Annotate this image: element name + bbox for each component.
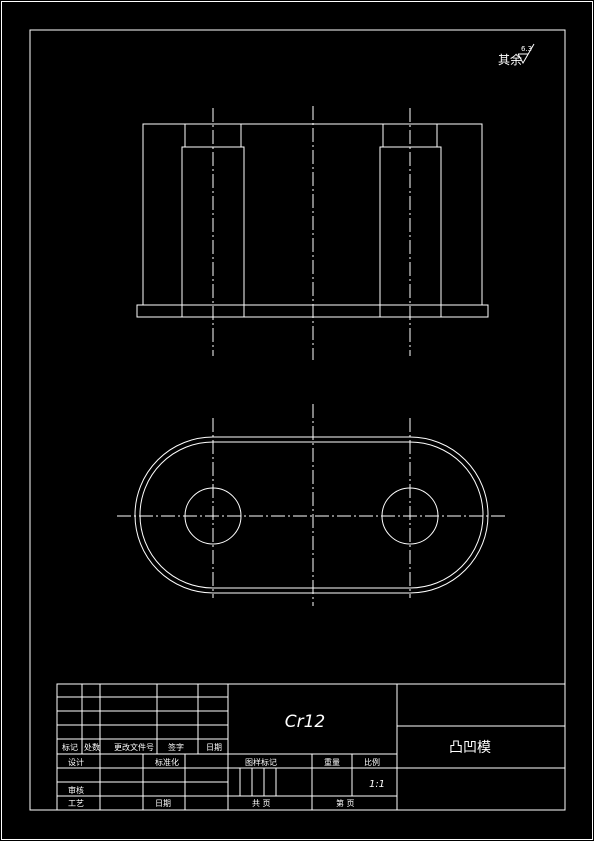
title-block: 标记 处数 更改文件号 签字 日期 设计 标准化 审核 工艺 日期 Cr12 图… bbox=[56, 683, 566, 811]
top-view-outer-contour bbox=[134, 436, 489, 594]
label-standardize: 标准化 bbox=[155, 757, 179, 767]
front-view bbox=[136, 106, 489, 360]
material-text: Cr12 bbox=[285, 712, 326, 732]
label-review: 审核 bbox=[68, 785, 84, 795]
title-block-frame bbox=[56, 683, 566, 811]
roughness-note-text: 其余 bbox=[498, 52, 522, 67]
header-date: 日期 bbox=[206, 743, 222, 752]
label-weight: 重量 bbox=[324, 757, 340, 767]
label-scale: 比例 bbox=[364, 757, 380, 767]
scale-value: 1:1 bbox=[369, 779, 385, 790]
inner-border bbox=[29, 29, 566, 811]
label-designer: 设计 bbox=[68, 757, 84, 767]
label-process: 工艺 bbox=[68, 799, 84, 808]
label-stage-mark: 图样标记 bbox=[245, 757, 277, 767]
roughness-note: 其余 6.3 bbox=[498, 43, 535, 67]
roughness-value: 6.3 bbox=[521, 45, 532, 53]
part-name: 凸凹模 bbox=[449, 740, 491, 756]
top-view-inner-contour bbox=[139, 441, 484, 589]
label-sheet-no: 第 页 bbox=[336, 798, 355, 808]
roughness-symbol-icon bbox=[517, 43, 535, 65]
top-view bbox=[117, 404, 505, 606]
label-date: 日期 bbox=[155, 799, 171, 808]
header-change-doc: 更改文件号 bbox=[114, 742, 154, 752]
header-count: 处数 bbox=[84, 742, 100, 752]
header-mark: 标记 bbox=[62, 742, 78, 752]
header-signature: 签字 bbox=[168, 742, 184, 752]
label-sheets-total: 共 页 bbox=[252, 799, 271, 808]
